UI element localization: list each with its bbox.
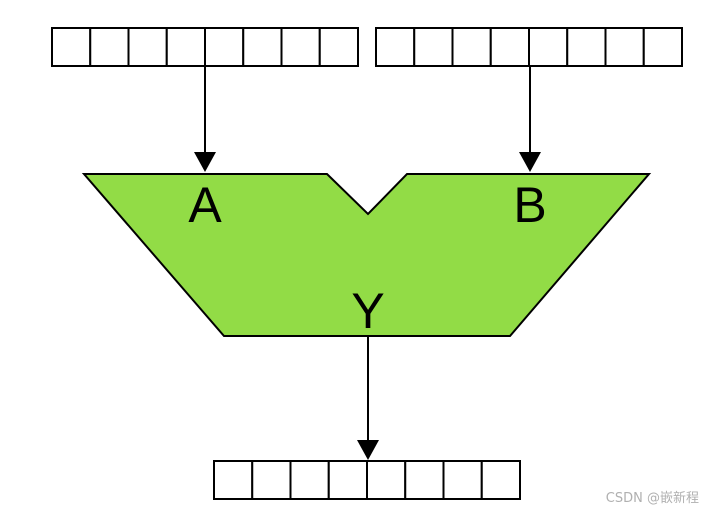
register-bit-cell <box>242 27 283 67</box>
register-bit-cell <box>480 460 521 500</box>
register-bit-cell <box>442 460 483 500</box>
register-bit-cell <box>318 27 359 67</box>
register-bit-cell <box>51 27 92 67</box>
register-bit-cell <box>528 27 569 67</box>
register-bit-cell <box>404 460 445 500</box>
arrowhead-port-a <box>194 152 216 172</box>
register-bit-cell <box>89 27 130 67</box>
register-bit-cell <box>642 27 683 67</box>
register-bit-cell <box>366 460 407 500</box>
output-register-y <box>213 460 521 500</box>
register-bit-cell <box>489 27 530 67</box>
register-bit-cell <box>127 27 168 67</box>
register-bit-cell <box>604 27 645 67</box>
register-bit-cell <box>566 27 607 67</box>
register-bit-cell <box>327 460 368 500</box>
arrowhead-port-b <box>519 152 541 172</box>
register-bit-cell <box>213 460 254 500</box>
arrowhead-output <box>357 440 379 460</box>
alu-shape <box>81 173 652 337</box>
input-register-a <box>51 27 359 67</box>
watermark: CSDN @嵌新程 <box>605 491 699 506</box>
register-bit-cell <box>251 460 292 500</box>
alu-port-b-label: B <box>513 177 546 233</box>
register-bit-cell <box>451 27 492 67</box>
register-bit-cell <box>375 27 416 67</box>
register-bit-cell <box>204 27 245 67</box>
alu-port-a-label: A <box>188 177 222 233</box>
register-bit-cell <box>289 460 330 500</box>
alu-port-y-label: Y <box>351 283 384 339</box>
register-bit-cell <box>280 27 321 67</box>
register-bit-cell <box>413 27 454 67</box>
register-bit-cell <box>165 27 206 67</box>
input-register-b <box>375 27 683 67</box>
